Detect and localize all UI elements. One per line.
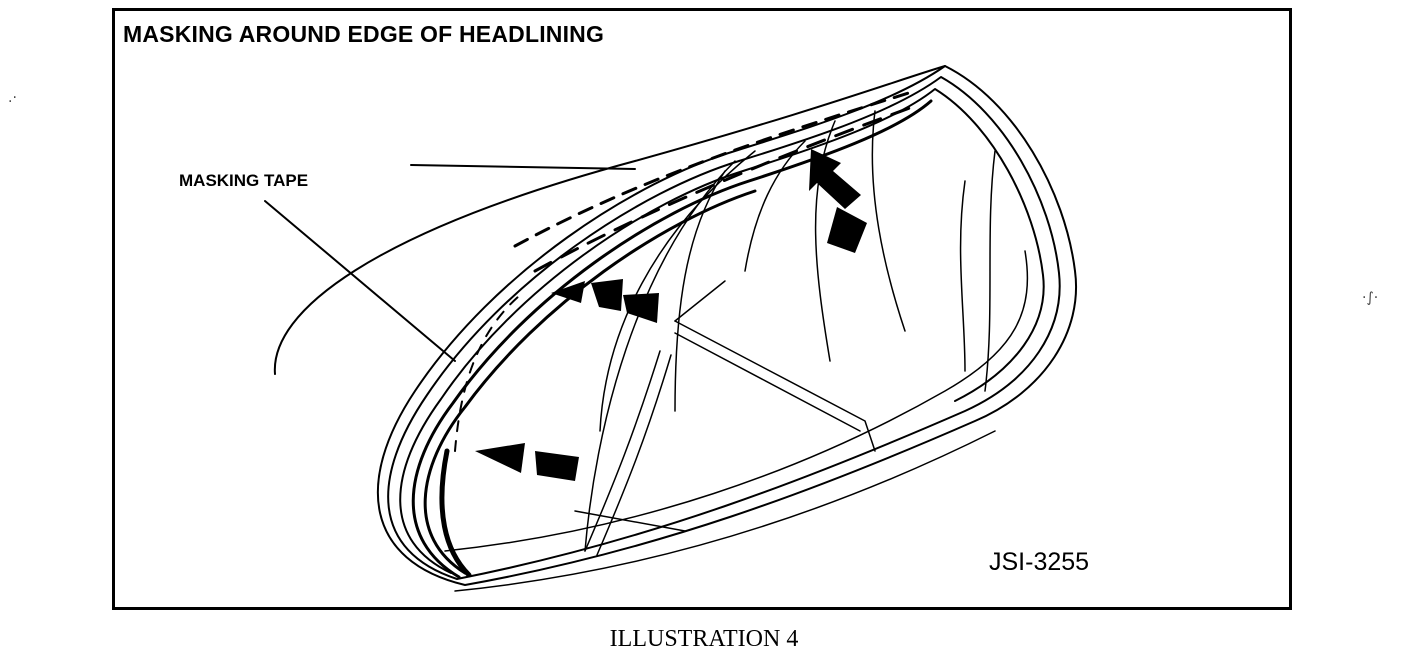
scan-speck: .· — [8, 90, 17, 106]
masking-tape-leader — [264, 200, 456, 362]
windshield-drawing — [264, 65, 1077, 592]
glass-contour — [871, 110, 906, 332]
masking-tape-dashes — [513, 89, 917, 248]
lower-frame-line — [454, 430, 996, 592]
frame-line-2 — [387, 76, 1061, 580]
arrow-pointing-left-icon — [475, 279, 659, 481]
inner-glass-edge — [444, 250, 1029, 552]
figure-title: MASKING AROUND EDGE OF HEADLINING — [123, 21, 605, 47]
top-leader — [410, 164, 636, 170]
wiper-line — [584, 350, 661, 552]
glass-contour — [744, 140, 806, 272]
headlining-outer-edge — [273, 65, 946, 375]
pillar-line — [674, 280, 726, 322]
masking-tape-dashes-2 — [533, 104, 917, 273]
wiper-line — [596, 354, 672, 556]
glass-contour — [599, 150, 756, 432]
frame-line-5 — [423, 189, 757, 575]
glass-contour — [959, 180, 966, 372]
pillar-line — [674, 320, 876, 452]
pillar-line — [674, 332, 861, 432]
lower-diag-line — [574, 510, 686, 532]
glass-contour — [814, 120, 836, 362]
masking-tape-dashes-3 — [454, 290, 526, 452]
masking-tape-label: MASKING TAPE — [179, 171, 309, 190]
frame-line-3 — [399, 88, 1045, 574]
frame-line-6 — [439, 448, 472, 578]
illustration-frame: MASKING AROUND EDGE OF HEADLINING MASKIN… — [112, 8, 1292, 610]
frame-outer-line — [376, 65, 1077, 586]
figure-id: JSI-3255 — [989, 548, 1090, 576]
arrow-pointing-up-right-icon — [809, 149, 867, 253]
glass-contour — [674, 170, 726, 412]
illustration-caption: ILLUSTRATION 4 — [609, 626, 799, 652]
scan-speck: ·∫· — [1362, 290, 1379, 306]
glass-contour — [984, 150, 996, 392]
frame-line-4 — [411, 99, 933, 579]
